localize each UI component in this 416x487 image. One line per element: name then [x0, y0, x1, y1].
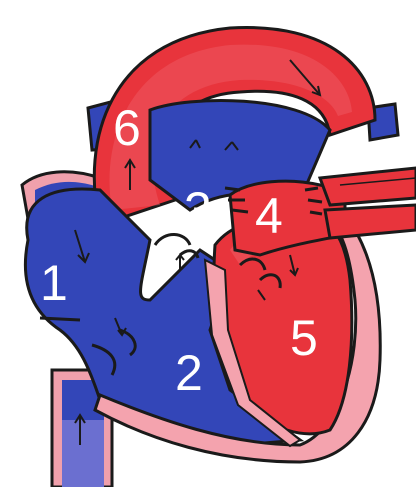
chamber-label-5: 5: [290, 310, 318, 366]
chamber-label-3: 3: [184, 182, 212, 238]
chamber-label-4: 4: [255, 188, 283, 244]
chamber-label-1: 1: [40, 255, 68, 311]
chamber-label-2: 2: [175, 345, 203, 401]
pulmonary-veins: [320, 168, 416, 238]
chamber-label-6: 6: [113, 100, 141, 156]
